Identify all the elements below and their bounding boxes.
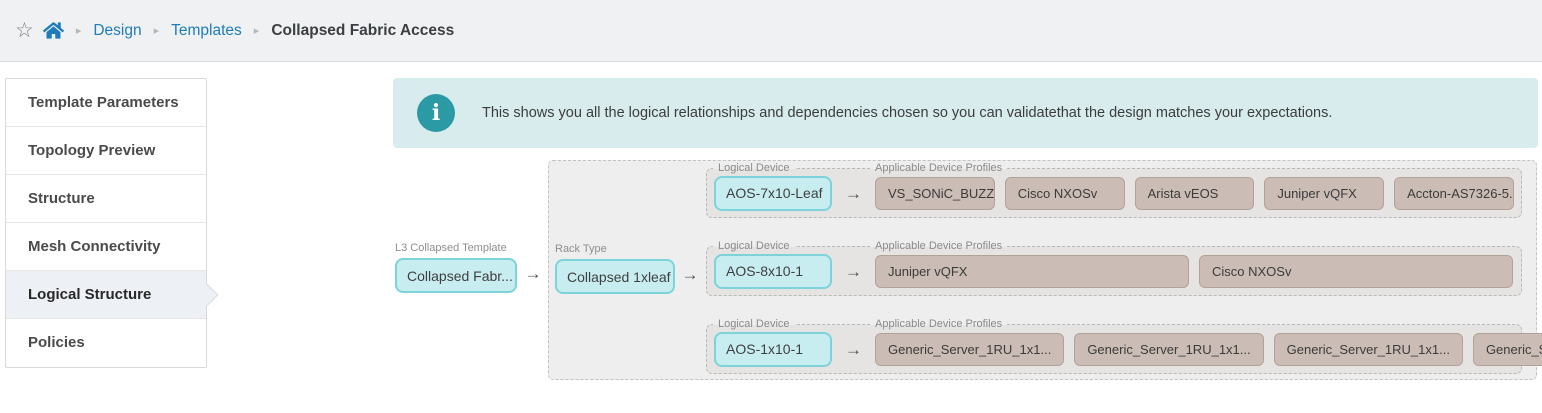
star-icon[interactable]: ☆ [15, 19, 34, 42]
rack-type-box: Collapsed 1xleaf [555, 259, 675, 294]
breadcrumb-separator-icon: ▸ [253, 25, 260, 37]
device-profile-box: Generic_Server_1RU_1x1... [1074, 332, 1264, 366]
rack-type-label: Rack Type [555, 243, 607, 255]
applicable-device-profiles-label: Applicable Device Profiles [870, 161, 1008, 176]
logical-device-row: Logical Device Applicable Device Profile… [706, 239, 1522, 296]
device-profile-box: Generic_Server_1RU_1x1... [1472, 332, 1542, 366]
home-icon-glyph [42, 22, 64, 39]
home-icon[interactable] [42, 21, 64, 40]
breadcrumb-bar: ☆ ▸ Design ▸ Templates ▸ Collapsed Fabri… [0, 0, 1542, 62]
device-profile-box: Juniper vQFX [875, 254, 1189, 288]
logical-device-row: Logical Device Applicable Device Profile… [706, 161, 1522, 218]
rack-type-group: Rack Type Collapsed 1xleaf [555, 243, 675, 294]
arrow-right-icon: → [845, 183, 862, 203]
arrow-right-icon: → [845, 339, 862, 359]
sidebar-item-label: Logical Structure [28, 286, 152, 303]
l3-collapsed-template-group: L3 Collapsed Template Collapsed Fabr... [395, 242, 517, 293]
breadcrumb-current: Collapsed Fabric Access [271, 21, 455, 39]
logical-device-label: Logical Device [713, 161, 795, 176]
device-profiles-list: VS_SONiC_BUZZN... Cisco NXOSv Arista vEO… [875, 176, 1514, 210]
device-profile-box: Cisco NXOSv [1004, 176, 1125, 210]
rack-type-container: Rack Type Collapsed 1xleaf → Logical Dev… [548, 160, 1542, 380]
arrow-right-icon: → [524, 264, 542, 283]
logical-device-rows: Logical Device Applicable Device Profile… [706, 161, 1542, 374]
breadcrumb-separator-icon: ▸ [153, 25, 160, 37]
template-box: Collapsed Fabr... [395, 258, 517, 293]
sidebar-item-structure[interactable]: Structure [6, 175, 206, 223]
logical-device-box: AOS-1x10-1 [714, 331, 832, 367]
logical-device-label: Logical Device [713, 239, 795, 254]
arrow-right-icon: → [845, 261, 862, 281]
sidebar-item-logical-structure[interactable]: Logical Structure [6, 271, 219, 319]
info-icon: i [417, 94, 455, 132]
sidebar-item-policies[interactable]: Policies [28, 334, 85, 351]
l3-collapsed-template-label: L3 Collapsed Template [395, 242, 507, 254]
device-profile-box: Accton-AS7326-5... [1394, 176, 1514, 210]
info-banner: i This shows you all the logical relatio… [393, 78, 1538, 148]
logical-device-box: AOS-7x10-Leaf [714, 175, 832, 211]
device-profile-box: Cisco NXOSv [1199, 254, 1513, 288]
sidebar-item-mesh-connectivity[interactable]: Mesh Connectivity [6, 223, 206, 271]
breadcrumb-separator-icon: ▸ [75, 25, 82, 37]
selected-pointer-icon [195, 283, 219, 306]
info-banner-text: This shows you all the logical relations… [482, 105, 1333, 121]
logical-device-label: Logical Device [713, 317, 795, 332]
logical-device-row: Logical Device Applicable Device Profile… [706, 317, 1542, 374]
applicable-device-profiles-label: Applicable Device Profiles [870, 317, 1008, 332]
device-profile-box: VS_SONiC_BUZZN... [875, 176, 995, 210]
sidebar: Template Parameters Topology Preview Str… [5, 78, 219, 368]
device-profile-box: Arista vEOS [1134, 176, 1255, 210]
logical-device-box: AOS-8x10-1 [714, 253, 832, 289]
sidebar-item-template-parameters[interactable]: Template Parameters [6, 79, 206, 127]
device-profile-box: Generic_Server_1RU_1x1... [875, 332, 1065, 366]
device-profiles-list: Generic_Server_1RU_1x1... Generic_Server… [875, 332, 1542, 366]
device-profile-box: Juniper vQFX [1264, 176, 1385, 210]
device-profile-box: Generic_Server_1RU_1x1... [1273, 332, 1463, 366]
sidebar-item-topology-preview[interactable]: Topology Preview [6, 127, 206, 175]
breadcrumb-link-templates[interactable]: Templates [171, 21, 242, 39]
device-profiles-list: Juniper vQFX Cisco NXOSv [875, 254, 1513, 288]
breadcrumb-link-design[interactable]: Design [93, 21, 142, 39]
applicable-device-profiles-label: Applicable Device Profiles [870, 239, 1008, 254]
arrow-right-icon: → [681, 265, 699, 284]
